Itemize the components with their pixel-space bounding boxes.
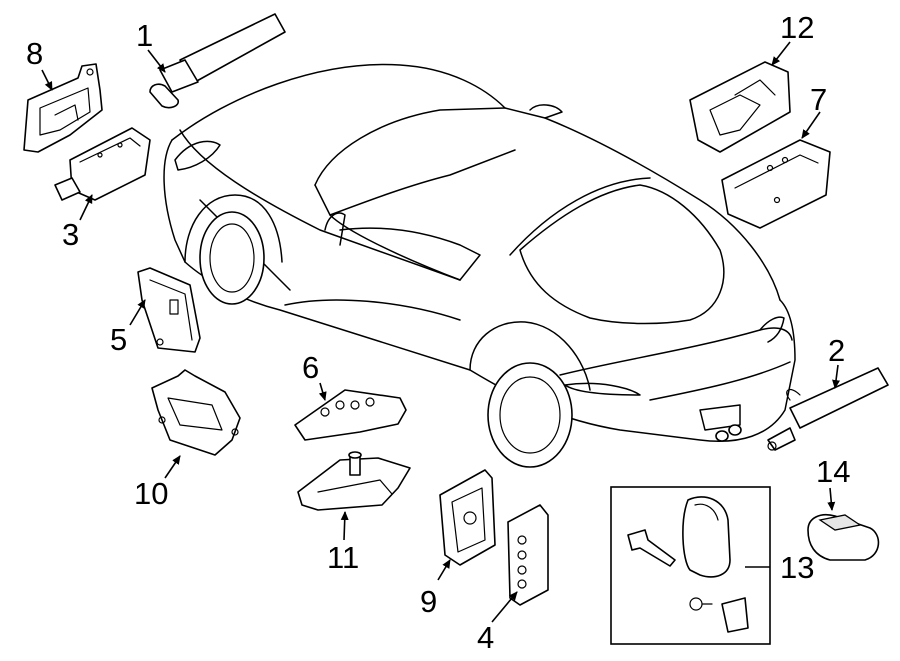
part-1-antenna xyxy=(149,13,286,109)
part-10-bracket xyxy=(151,369,241,456)
part-4-module xyxy=(507,504,549,606)
part-3-module xyxy=(54,127,151,201)
callout-13: 13 xyxy=(780,550,814,585)
callout-9: 9 xyxy=(420,584,437,619)
callout-12: 12 xyxy=(780,10,814,45)
car-illustration xyxy=(163,63,796,468)
callout-7: 7 xyxy=(810,82,827,117)
part-9-bracket xyxy=(439,469,496,566)
callout-5: 5 xyxy=(110,322,127,357)
callout-3: 3 xyxy=(62,217,79,252)
callout-6: 6 xyxy=(302,350,319,385)
part-2-antenna-cable xyxy=(767,367,889,451)
leader-lines xyxy=(41,41,841,623)
part-5-module xyxy=(137,267,201,353)
part-6-pcb xyxy=(294,389,407,441)
part-11-bracket xyxy=(297,451,411,511)
callout-2: 2 xyxy=(828,333,845,368)
callout-labels: 1 2 3 4 5 6 7 8 9 10 11 12 13 14 xyxy=(26,10,850,655)
callout-1: 1 xyxy=(136,18,153,53)
callout-10: 10 xyxy=(134,476,168,511)
callout-14: 14 xyxy=(816,454,850,489)
callout-4: 4 xyxy=(477,620,494,655)
part-14-key xyxy=(807,514,880,561)
part-7-module xyxy=(721,139,831,229)
callout-11: 11 xyxy=(327,540,359,575)
part-8-bracket xyxy=(23,63,103,153)
callout-8: 8 xyxy=(26,36,43,71)
part-12-plate xyxy=(689,61,791,153)
part-13-kit-box xyxy=(610,486,771,645)
